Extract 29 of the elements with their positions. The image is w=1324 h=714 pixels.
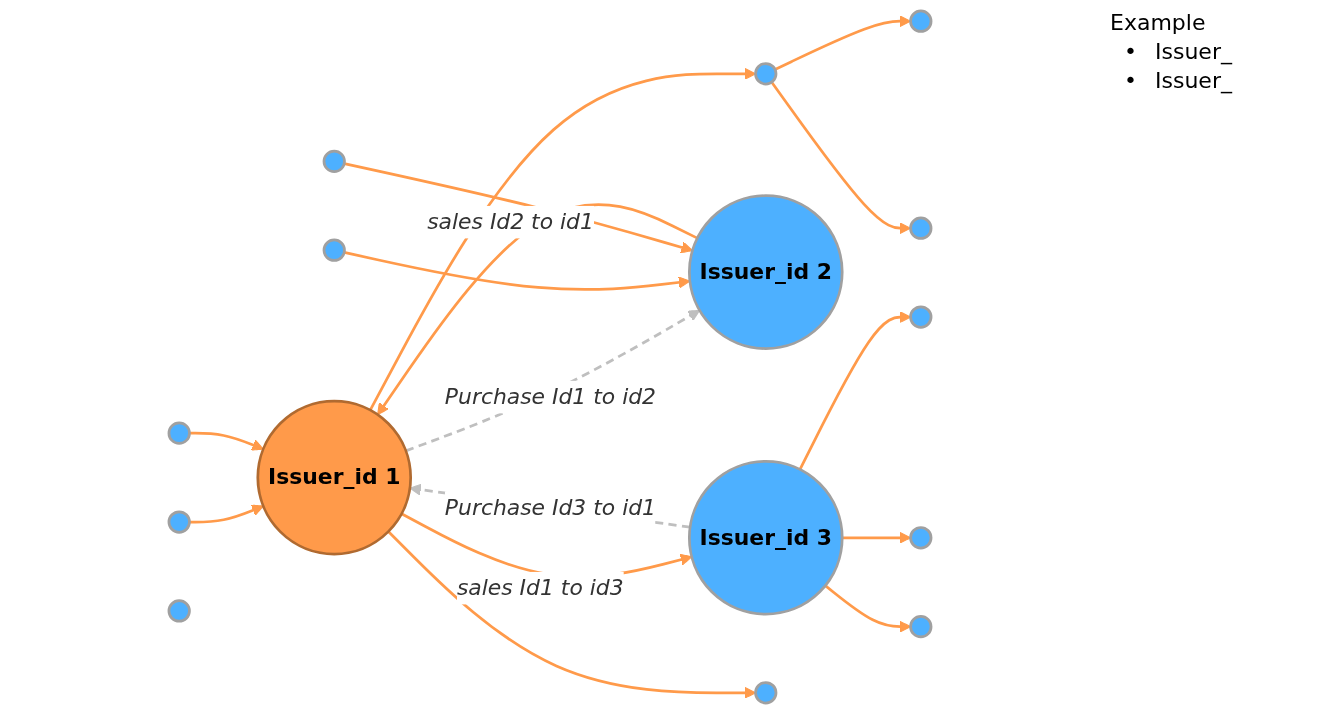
node-circle bbox=[167, 421, 191, 445]
node-circle bbox=[322, 149, 346, 173]
node-circle: Issuer_id 3 bbox=[687, 459, 844, 616]
node-circle: Issuer_id 1 bbox=[256, 399, 413, 556]
arrow bbox=[343, 251, 691, 291]
node-circle bbox=[909, 305, 933, 329]
arrow bbox=[189, 504, 264, 524]
node-circle bbox=[167, 510, 191, 534]
node-circle bbox=[322, 238, 346, 262]
node-circle bbox=[754, 681, 778, 705]
bullet-mark: • bbox=[1124, 68, 1137, 93]
edge-label: Purchase Id3 to id1 bbox=[444, 494, 657, 520]
edge-label: sales Id2 to id1 bbox=[427, 208, 594, 235]
node-circle bbox=[754, 62, 778, 86]
edge-label: sales Id1 to id3 bbox=[456, 574, 624, 601]
arrow bbox=[405, 309, 701, 453]
node-circle bbox=[167, 599, 191, 623]
edge-label: Purchase Id1 to id2 bbox=[444, 383, 657, 410]
arrow bbox=[377, 203, 698, 416]
heading-text: Example bbox=[1110, 10, 1206, 35]
node-circle bbox=[909, 216, 933, 240]
node-circle bbox=[909, 615, 933, 639]
bullet-mark: • bbox=[1124, 39, 1137, 64]
node-circle bbox=[909, 526, 933, 550]
node-circle bbox=[909, 9, 933, 33]
arrow bbox=[189, 431, 264, 451]
list-item-text: Issuer_ bbox=[1155, 39, 1232, 64]
node-circle: Issuer_id 2 bbox=[687, 194, 844, 350]
list-item-text: Issuer_ bbox=[1155, 68, 1232, 93]
